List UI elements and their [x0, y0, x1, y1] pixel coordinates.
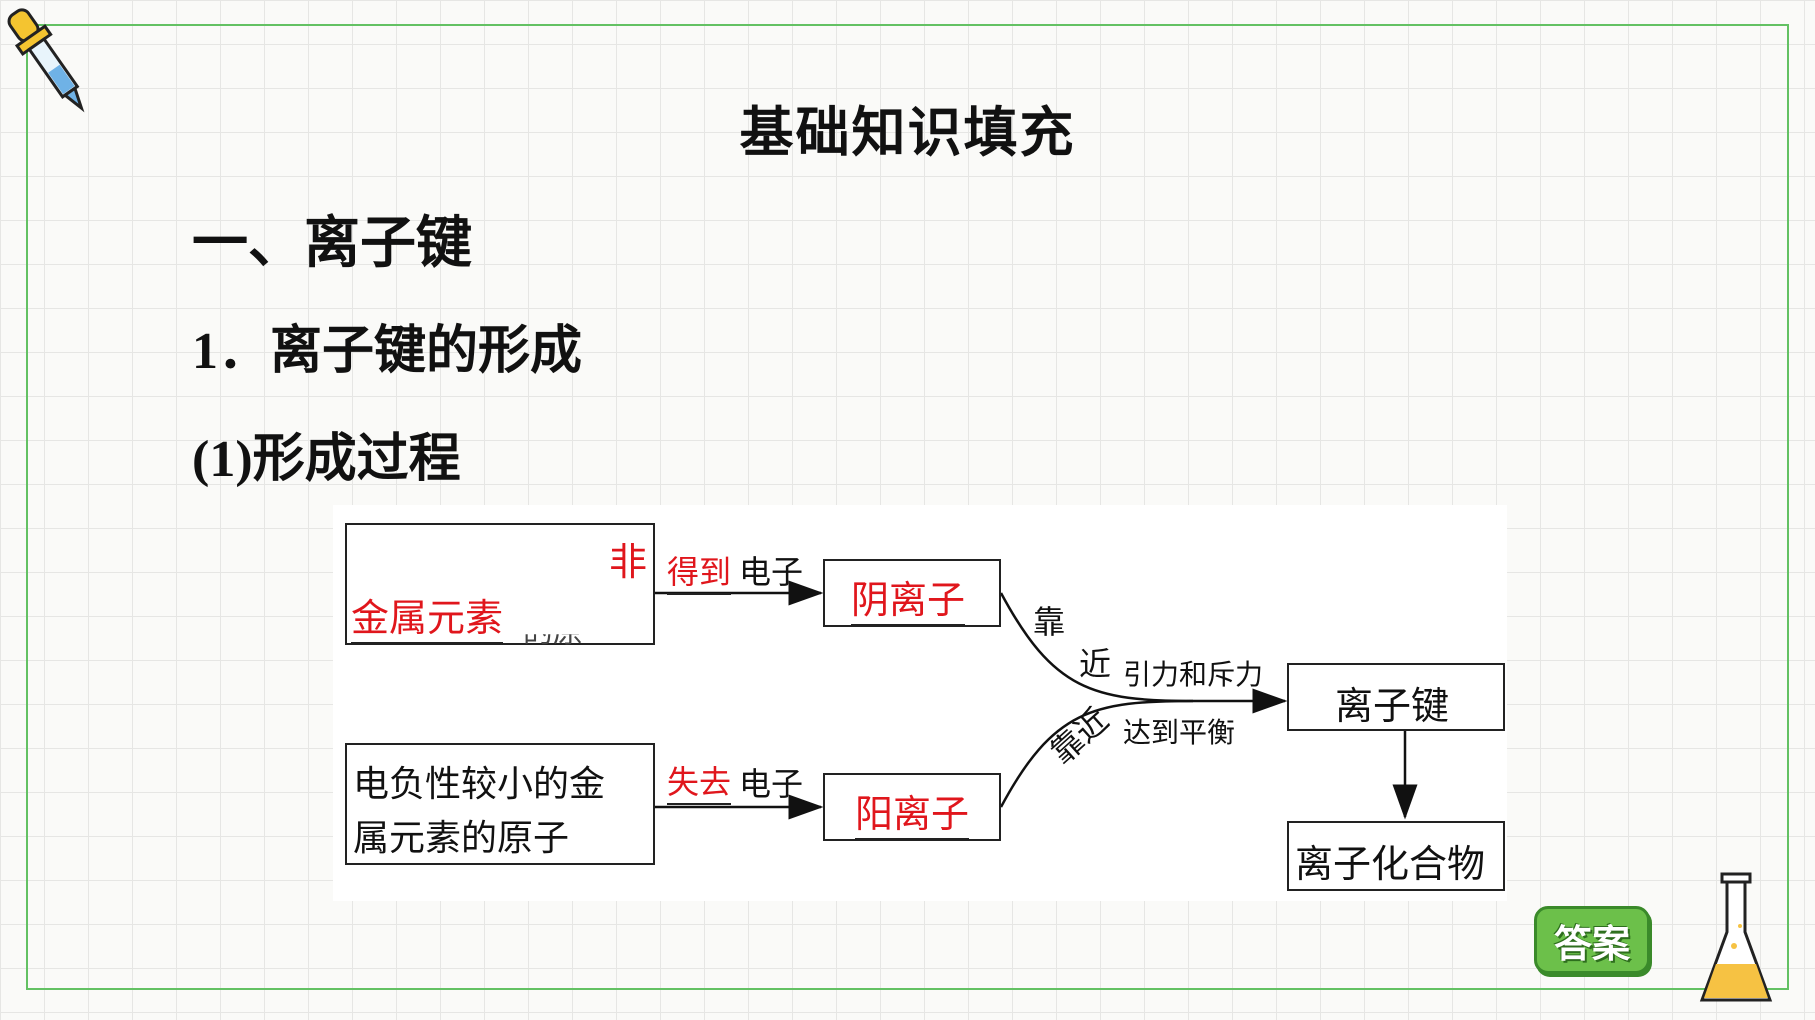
approach-top-char2: 近	[1079, 645, 1112, 683]
cation-box: 阳离子	[823, 773, 1001, 841]
balance-label: 达到平衡	[1123, 716, 1236, 749]
nonmetal-red-part1: 非	[609, 540, 648, 584]
section-heading: 一、离子键	[192, 213, 472, 275]
ionic-bond-label: 离子键	[1335, 684, 1450, 728]
flask-icon	[1699, 872, 1773, 1002]
ionic-bond-box: 离子键	[1287, 663, 1505, 731]
lose-electrons-black: 电子	[739, 765, 804, 803]
anion-label: 阴离子	[851, 569, 966, 626]
ionic-bond-diagram: 非 金属元素 的原 电负性较小的金 属元素的原子 得到 电子 失去 电子 阴离子…	[333, 505, 1507, 901]
gain-electrons-black: 电子	[739, 553, 804, 591]
anion-box: 阴离子	[823, 559, 1001, 627]
metal-box-line1: 电负性较小的金	[353, 764, 606, 805]
page-title: 基础知识填充	[739, 103, 1076, 163]
nonmetal-partial-text: 的原	[523, 615, 583, 650]
dropper-icon	[7, 8, 85, 113]
metal-atom-box: 电负性较小的金 属元素的原子	[345, 743, 655, 865]
cation-label: 阳离子	[855, 783, 970, 840]
nonmetal-red-part2: 金属元素	[351, 587, 504, 644]
force-label: 引力和斥力	[1123, 658, 1264, 691]
ionic-compound-box: 离子化合物	[1287, 821, 1505, 891]
gain-electrons-red: 得到	[667, 547, 732, 595]
slide-frame	[26, 24, 1789, 990]
lose-electrons-red: 失去	[667, 757, 732, 805]
part-heading: (1)形成过程	[192, 431, 461, 488]
answer-button[interactable]: 答案	[1534, 906, 1650, 974]
metal-box-line2: 属元素的原子	[353, 818, 570, 859]
subsection-heading: 1．离子键的形成	[192, 323, 583, 380]
ionic-compound-label: 离子化合物	[1295, 842, 1486, 886]
nonmetal-atom-box: 非 金属元素 的原	[345, 523, 655, 650]
approach-top-char1: 靠	[1033, 603, 1066, 641]
